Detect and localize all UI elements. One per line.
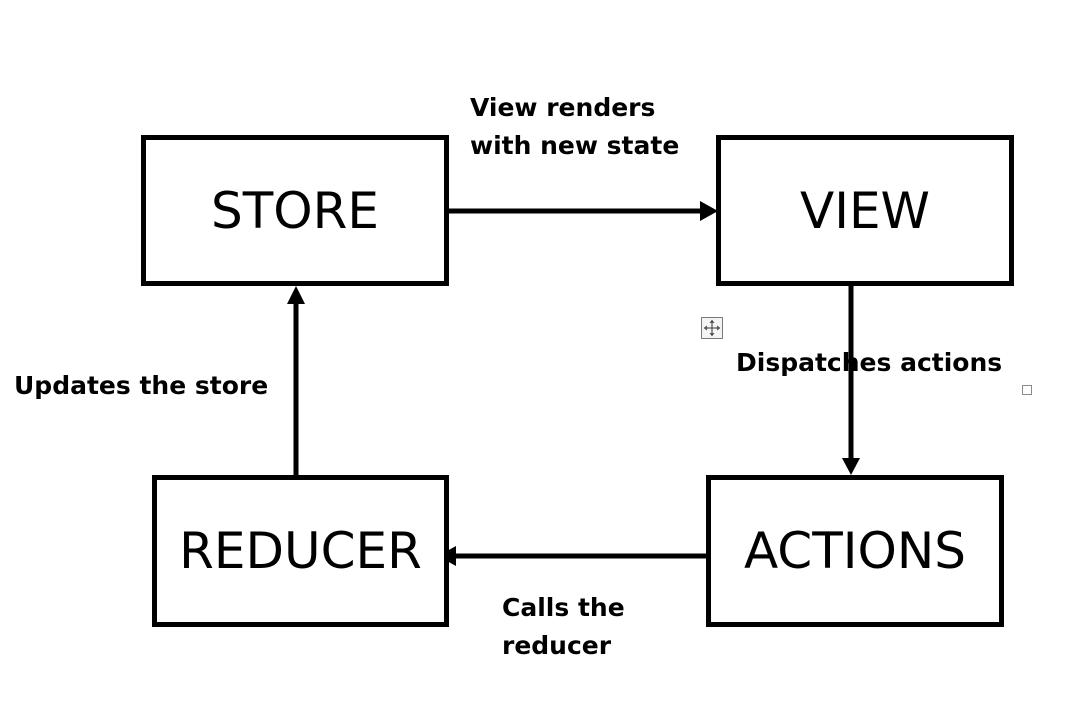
edge-label-store-to-view-line-2: with new state	[470, 131, 680, 160]
move-arrows-icon[interactable]	[701, 317, 723, 339]
arrowhead-view-to-actions	[842, 458, 860, 475]
edge-label-actions-to-reducer: Calls the reducer	[502, 589, 625, 665]
edge-label-reducer-to-store: Updates the store	[14, 371, 269, 400]
edge-label-actions-to-reducer-line-2: reducer	[502, 631, 612, 660]
edge-label-actions-to-reducer-line-1: Calls the	[502, 593, 625, 622]
edge-label-store-to-view: View renders with new state	[470, 89, 679, 165]
node-store[interactable]: STORE	[141, 135, 449, 286]
node-store-label: STORE	[211, 181, 379, 240]
node-reducer[interactable]: REDUCER	[152, 475, 449, 627]
edge-label-view-to-actions: Dispatches actions	[736, 348, 1003, 377]
node-view[interactable]: VIEW	[716, 135, 1014, 286]
move-arrows-icon-glyph	[703, 319, 721, 337]
node-reducer-label: REDUCER	[179, 522, 422, 580]
node-view-label: VIEW	[800, 181, 930, 240]
arrowhead-reducer-to-store	[287, 286, 305, 304]
edge-label-store-to-view-line-1: View renders	[470, 93, 656, 122]
node-actions-label: ACTIONS	[743, 522, 967, 580]
resize-handle-icon[interactable]	[1022, 385, 1032, 395]
node-actions[interactable]: ACTIONS	[706, 475, 1004, 627]
